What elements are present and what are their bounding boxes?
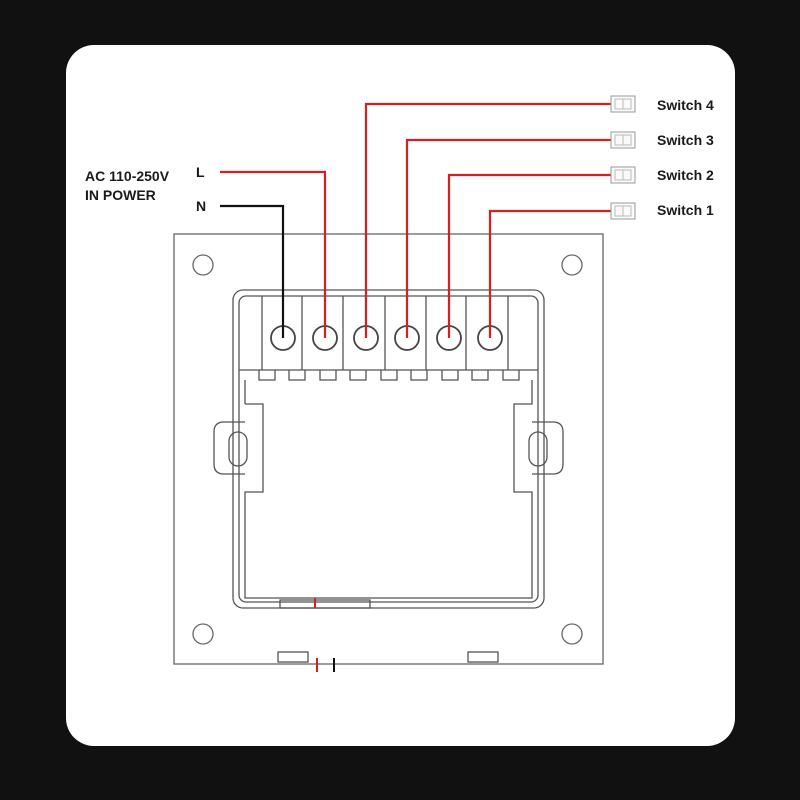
wires — [220, 102, 611, 338]
neutral-label: N — [196, 198, 206, 214]
wire-neutral — [220, 204, 285, 338]
switch-4-label: Switch 4 — [657, 97, 714, 113]
switch-3-label: Switch 3 — [657, 132, 714, 148]
switch-back-plate — [173, 233, 604, 665]
mount-hole-bottom-left — [192, 623, 214, 645]
switch-1-label: Switch 1 — [657, 202, 714, 218]
wire-switch-1 — [488, 209, 611, 338]
switch-3-icon — [610, 131, 636, 149]
mount-hole-top-right — [561, 254, 583, 276]
wire-live — [220, 170, 327, 338]
diagram-panel — [66, 45, 735, 746]
power-title-line2: IN POWER — [85, 187, 156, 203]
live-label: L — [196, 164, 205, 180]
switch-2-icon — [610, 166, 636, 184]
wire-switch-2 — [447, 173, 611, 338]
switch-4-icon — [610, 95, 636, 113]
switch-1-icon — [610, 202, 636, 220]
power-title-line1: AC 110-250V — [85, 168, 170, 184]
wire-switch-3 — [405, 138, 611, 338]
wire-switch-4 — [364, 102, 611, 338]
switch-2-label: Switch 2 — [657, 167, 714, 183]
mount-hole-bottom-right — [561, 623, 583, 645]
mount-hole-top-left — [192, 254, 214, 276]
switch-housing — [213, 289, 564, 663]
